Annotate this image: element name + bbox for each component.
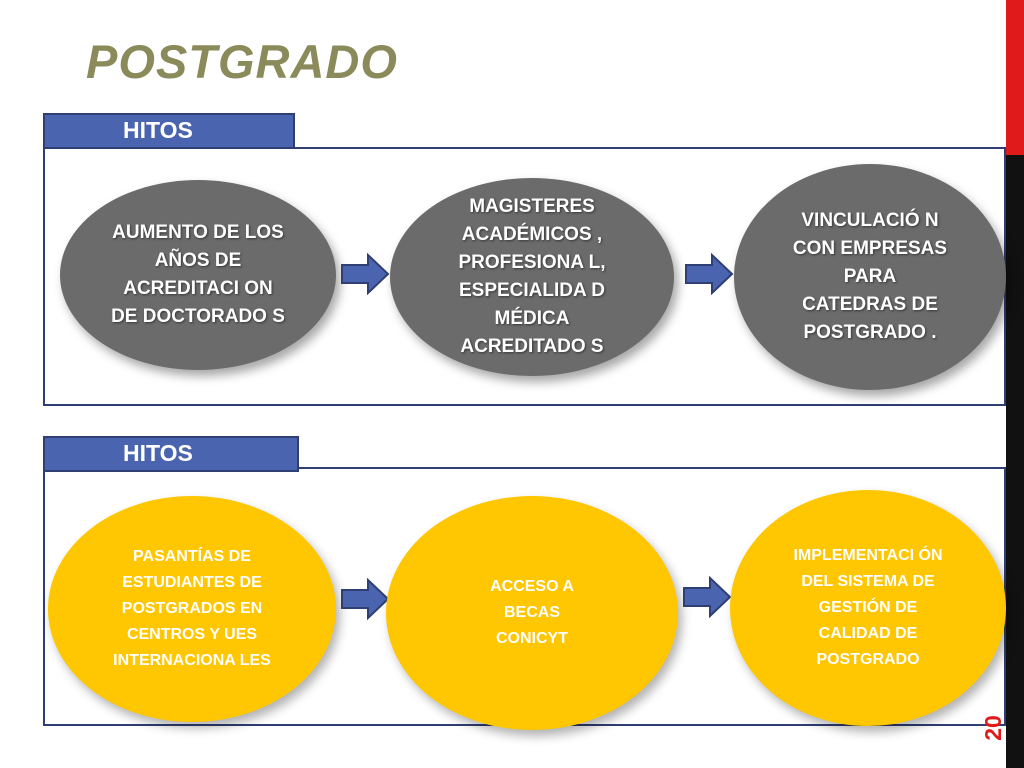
milestone-text: PASANTÍAS DE ESTUDIANTES DE POSTGRADOS E… xyxy=(113,548,271,669)
milestone-oval-1-1: AUMENTO DE LOS AÑOS DE ACREDITACI ON DE … xyxy=(60,180,336,370)
right-arrow-icon xyxy=(685,253,734,295)
milestone-text: MAGISTERES ACADÉMICOS , PROFESIONA L, ES… xyxy=(458,196,606,357)
milestone-oval-1-3: VINCULACIÓ N CON EMPRESAS PARA CATEDRAS … xyxy=(734,164,1006,390)
accent-bar-red xyxy=(1006,0,1024,155)
milestones-tab-1: HITOS xyxy=(43,113,295,149)
milestone-oval-2-3: IMPLEMENTACI ÓN DEL SISTEMA DE GESTIÓN D… xyxy=(730,490,1006,726)
milestone-text: AUMENTO DE LOS AÑOS DE ACREDITACI ON DE … xyxy=(111,222,285,327)
milestone-text: IMPLEMENTACI ÓN DEL SISTEMA DE GESTIÓN D… xyxy=(793,547,943,668)
milestone-oval-2-1: PASANTÍAS DE ESTUDIANTES DE POSTGRADOS E… xyxy=(48,496,336,722)
right-arrow-icon xyxy=(683,576,732,618)
page-title: POSTGRADO xyxy=(86,35,398,88)
right-arrow-icon xyxy=(341,578,390,620)
milestone-oval-2-2: ACCESO A BECAS CONICYT xyxy=(386,496,678,730)
milestone-text: ACCESO A BECAS CONICYT xyxy=(490,578,574,647)
milestone-text: VINCULACIÓ N CON EMPRESAS PARA CATEDRAS … xyxy=(792,210,948,343)
milestone-oval-1-2: MAGISTERES ACADÉMICOS , PROFESIONA L, ES… xyxy=(390,178,674,376)
right-arrow-icon xyxy=(341,253,390,295)
accent-bar-black xyxy=(1006,155,1024,768)
page-number: 20 xyxy=(980,715,1006,741)
milestones-tab-2: HITOS xyxy=(43,436,299,472)
